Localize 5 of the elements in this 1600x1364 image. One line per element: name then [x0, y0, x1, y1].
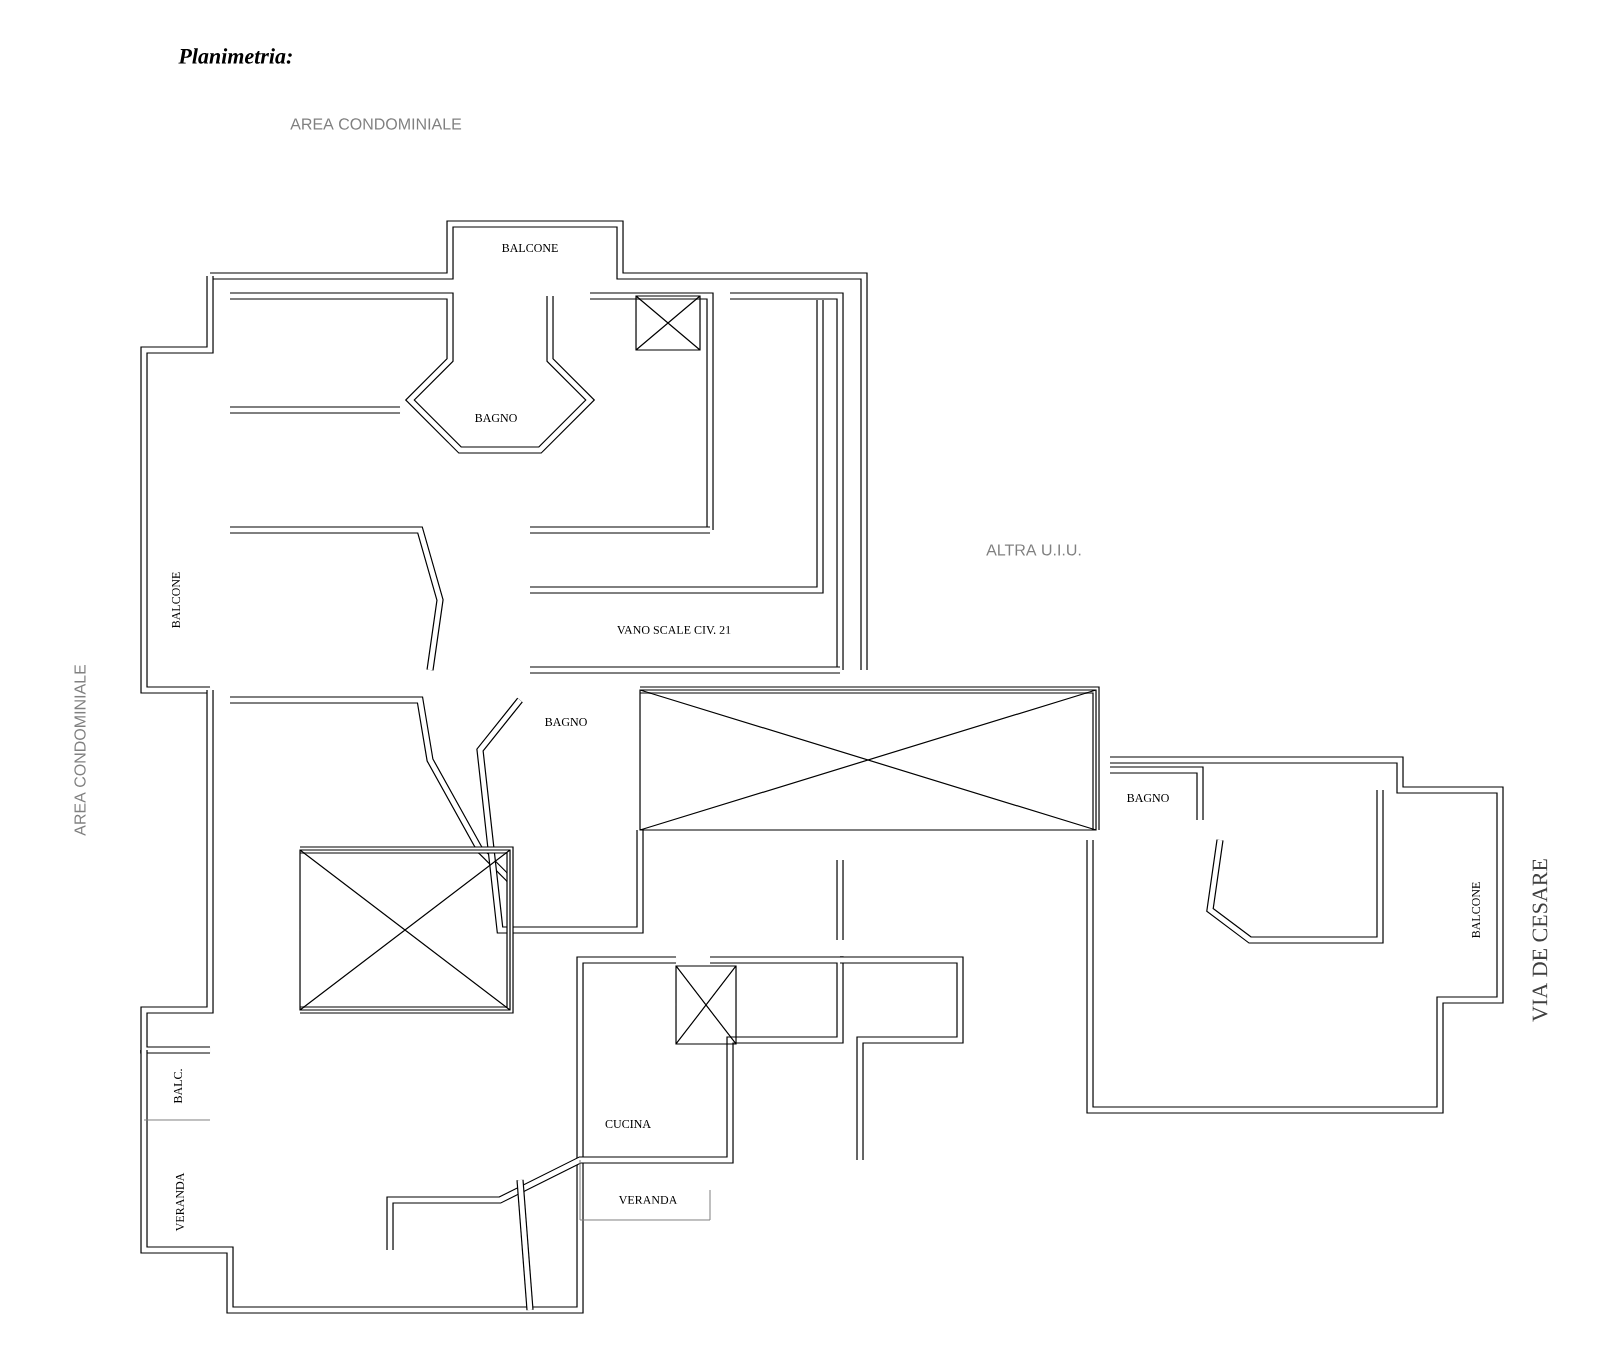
area-label: AREA CONDOMINIALE: [290, 118, 462, 130]
plan-title: Planimetria:: [178, 48, 292, 64]
area-label: AREA CONDOMINIALE: [74, 664, 86, 836]
area-label: ALTRA U.I.U.: [986, 544, 1081, 556]
street-label: VIA DE CESARE: [1532, 859, 1548, 1022]
